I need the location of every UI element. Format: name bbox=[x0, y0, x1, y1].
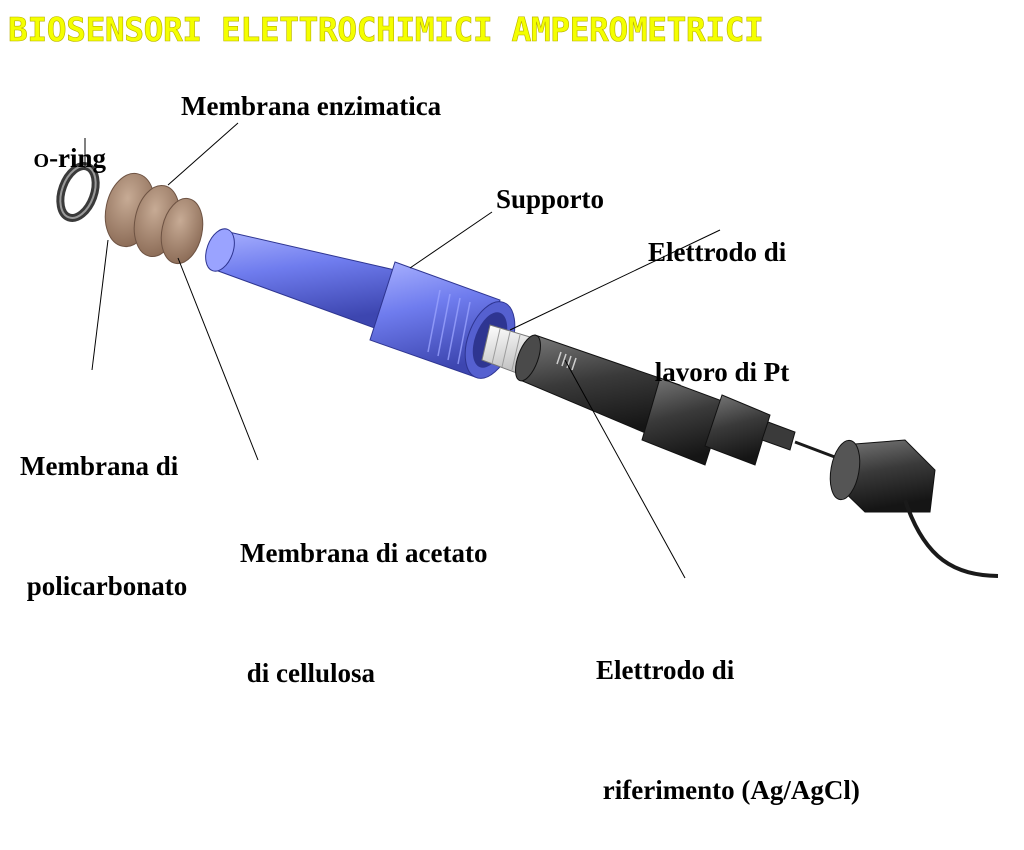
leader-lines bbox=[84, 122, 721, 579]
label-membrana-policarbonato-line2: policarbonato bbox=[20, 571, 188, 601]
label-supporto: Supporto bbox=[496, 184, 605, 214]
support-part bbox=[205, 228, 516, 379]
label-elettrodo-riferimento: Elettrodo di riferimento (Ag/AgCl) bbox=[596, 570, 860, 850]
biosensor-exploded-diagram bbox=[56, 122, 999, 579]
label-o-ring-suffix: -ring bbox=[49, 143, 107, 173]
connector-part bbox=[829, 439, 999, 578]
membranes-part bbox=[104, 172, 204, 265]
label-membrana-policarbonato: Membrana di policarbonato bbox=[20, 366, 187, 646]
label-elettrodo-lavoro-line2: lavoro di Pt bbox=[648, 357, 790, 387]
o-ring-part bbox=[56, 162, 100, 222]
reference-electrode-part bbox=[515, 334, 849, 466]
label-elettrodo-lavoro: Elettrodo di lavoro di Pt bbox=[648, 152, 789, 432]
label-membrana-acetato-line1: Membrana di acetato bbox=[240, 538, 488, 568]
label-membrana-policarbonato-line1: Membrana di bbox=[20, 451, 179, 481]
label-membrana-enzimatica: Membrana enzimatica bbox=[181, 91, 442, 121]
slide-title: BIOSENSORI ELETTROCHIMICI AMPEROMETRICI bbox=[8, 10, 764, 50]
label-elettrodo-riferimento-line1: Elettrodo di bbox=[596, 655, 735, 685]
label-o-ring-prefix: O bbox=[33, 150, 50, 172]
label-elettrodo-riferimento-line2: riferimento (Ag/AgCl) bbox=[596, 775, 860, 805]
label-membrana-acetato: Membrana di acetato di cellulosa bbox=[240, 453, 487, 733]
label-o-ring: O-ring bbox=[20, 98, 107, 181]
label-membrana-acetato-line2: di cellulosa bbox=[240, 658, 376, 688]
label-elettrodo-lavoro-line1: Elettrodo di bbox=[648, 237, 787, 267]
